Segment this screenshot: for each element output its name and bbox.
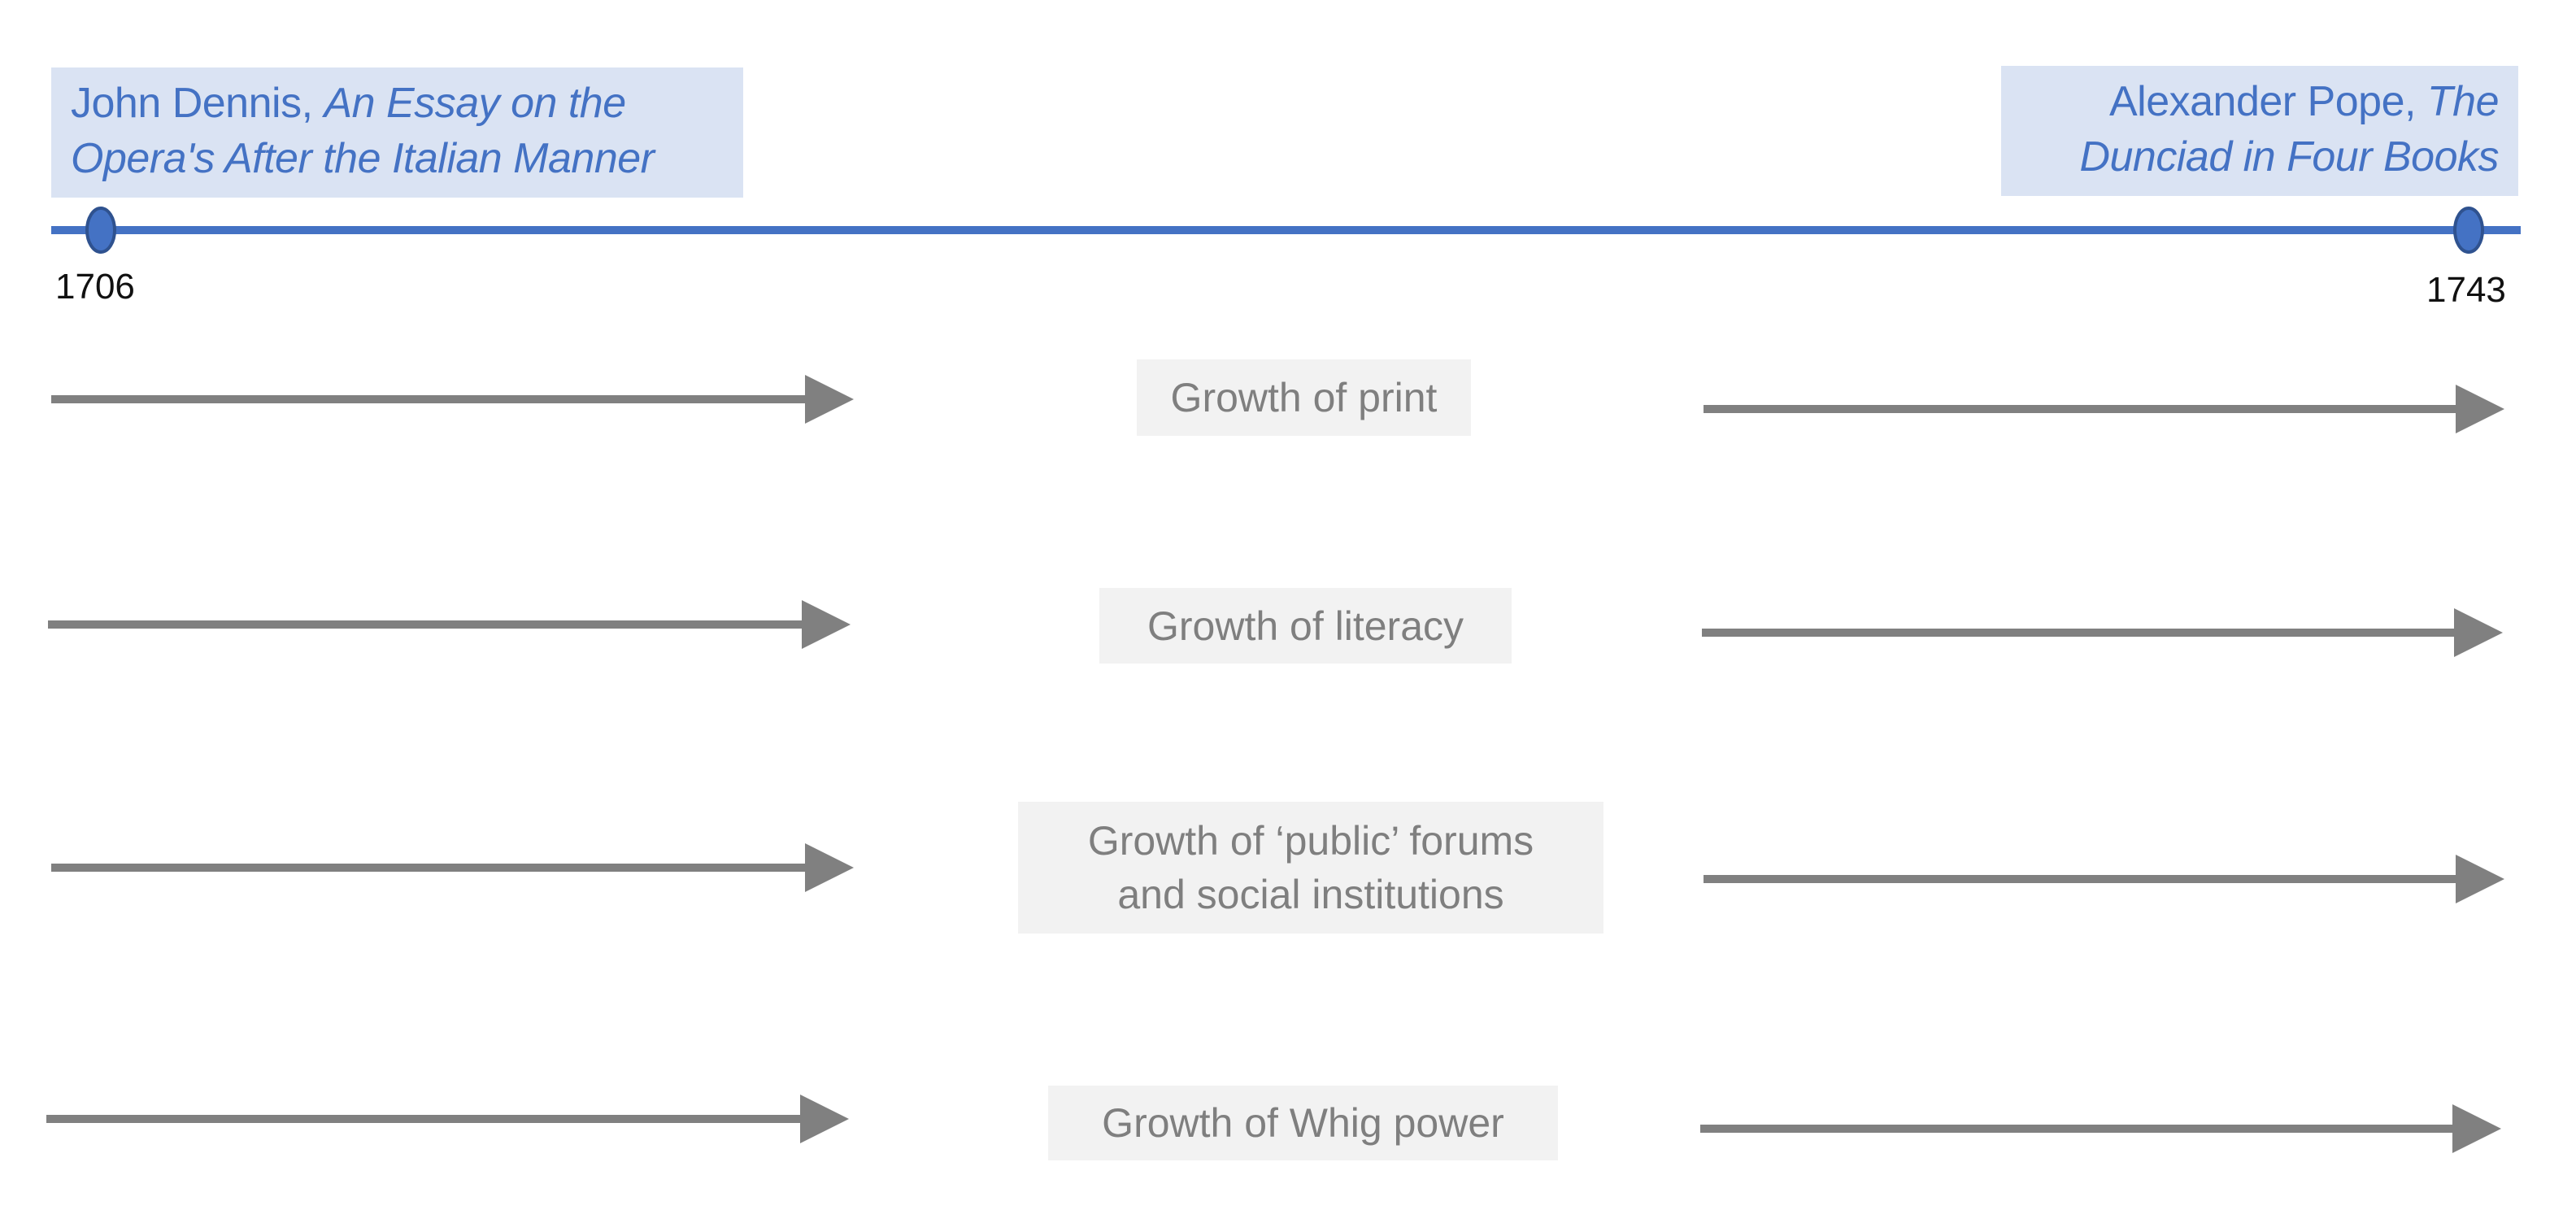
trend-label-whig-power: Growth of Whig power xyxy=(1048,1086,1558,1160)
end-event-title: The Dunciad in Four Books xyxy=(2079,78,2499,181)
trend-label-print: Growth of print xyxy=(1137,359,1471,436)
timeline-marker-1706 xyxy=(85,207,116,254)
start-year: 1706 xyxy=(55,267,135,307)
trend-label-literacy: Growth of literacy xyxy=(1099,588,1512,664)
start-event-author: John Dennis, xyxy=(71,80,324,127)
start-event-box: John Dennis, An Essay on the Opera's Aft… xyxy=(51,67,743,198)
end-event-box: Alexander Pope, The Dunciad in Four Book… xyxy=(2001,66,2518,196)
trend-label-public-forums: Growth of ‘public’ forums and social ins… xyxy=(1018,802,1603,934)
start-event-title: An Essay on the Opera's After the Italia… xyxy=(71,80,655,182)
end-year: 1743 xyxy=(2426,270,2506,310)
end-event-author: Alexander Pope, xyxy=(2108,78,2427,125)
timeline-marker-1743 xyxy=(2453,207,2484,254)
